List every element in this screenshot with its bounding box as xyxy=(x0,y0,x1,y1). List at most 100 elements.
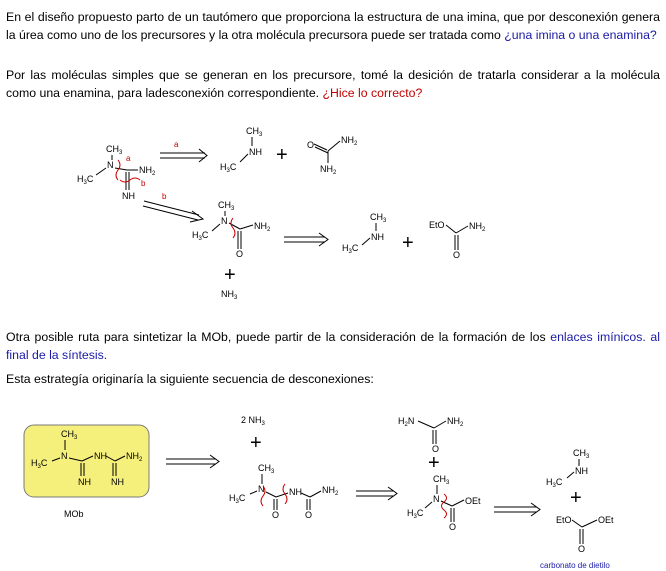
svg-text:H3C: H3C xyxy=(192,230,209,242)
arrow-route-a xyxy=(160,148,208,163)
arrow-bottom-2 xyxy=(356,486,398,501)
urea-a-bonds xyxy=(313,140,341,163)
svg-text:OEt: OEt xyxy=(598,515,614,525)
svg-text:O: O xyxy=(453,250,460,260)
svg-text:NH2: NH2 xyxy=(320,164,337,176)
svg-text:O: O xyxy=(432,444,439,454)
svg-text:NH: NH xyxy=(94,451,107,461)
mob-highlight-box xyxy=(23,424,150,498)
intermediate-bonds xyxy=(249,474,322,510)
start-bonds xyxy=(95,155,138,190)
mob-label: MOb xyxy=(64,509,84,519)
plus-ammonia: + xyxy=(224,264,236,286)
plus-bottom-2: + xyxy=(428,452,440,474)
svg-text:H2N: H2N xyxy=(398,416,414,428)
cut-label-a: a xyxy=(126,154,131,163)
urea-bottom: H2N NH2 O xyxy=(398,416,464,454)
dimethylcarbamate-cut-mark xyxy=(441,493,447,519)
diethyl-carbonate: EtO OEt O xyxy=(556,515,614,554)
atom-ch3: CH3 xyxy=(106,144,123,156)
svg-text:O: O xyxy=(305,510,312,520)
atom-h3c: H3C xyxy=(77,174,94,186)
dimethylurea-b: CH3 N H3C NH2 O xyxy=(192,200,271,259)
mob-molecule: CH3 H3C N NH NH2 NH NH xyxy=(31,429,143,487)
svg-text:CH3: CH3 xyxy=(573,448,590,460)
svg-text:NH: NH xyxy=(249,147,262,157)
dimethylurea-b-bonds xyxy=(211,211,254,249)
svg-text:CH3: CH3 xyxy=(433,474,450,486)
route-b-label: b xyxy=(162,192,167,201)
svg-text:NH: NH xyxy=(289,487,302,497)
arrow-route-b xyxy=(142,200,205,223)
svg-text:O: O xyxy=(236,249,243,259)
carbonate-label: carbonato de dietilo xyxy=(540,561,610,570)
svg-text:H3C: H3C xyxy=(407,508,424,520)
svg-text:NH: NH xyxy=(111,477,124,487)
svg-text:N: N xyxy=(433,494,440,504)
svg-text:CH3: CH3 xyxy=(61,429,78,441)
plus-bottom-3: + xyxy=(570,487,582,509)
svg-text:O: O xyxy=(272,510,279,520)
start-molecule: CH3 N H3C NH2 NH a b xyxy=(77,144,156,201)
svg-text:NH2: NH2 xyxy=(469,221,486,233)
dimethylcarbamate-bonds xyxy=(424,485,465,522)
urea-bottom-bonds xyxy=(417,420,447,444)
svg-text:H3C: H3C xyxy=(31,458,48,470)
svg-text:O: O xyxy=(578,544,585,554)
arrow-bottom-1 xyxy=(166,454,220,469)
svg-text:NH2: NH2 xyxy=(254,221,271,233)
start-cut-marks xyxy=(115,159,141,183)
question-correct: ¿Hice lo correcto? xyxy=(322,86,423,100)
svg-text:N: N xyxy=(258,484,265,494)
route-a-label: a xyxy=(174,140,179,149)
dimethylamine-b-bonds xyxy=(361,223,377,246)
svg-text:N: N xyxy=(221,216,228,226)
atom-nh: NH xyxy=(122,191,135,201)
question-imine-enamine: ¿una imina o una enamina? xyxy=(504,28,657,42)
dimethylamine-b: CH3 NH H3C xyxy=(342,212,387,255)
dimethylcarbamate: CH3 N H3C OEt O xyxy=(407,474,481,532)
svg-text:NH: NH xyxy=(78,477,91,487)
svg-text:H3C: H3C xyxy=(220,162,237,174)
paragraph-alternative-text: Otra posible ruta para sintetizar la MOb… xyxy=(6,330,551,344)
svg-text:EtO: EtO xyxy=(429,220,445,230)
intermediate-cut-marks xyxy=(260,483,288,507)
svg-text:CH3: CH3 xyxy=(246,126,263,138)
svg-text:O: O xyxy=(449,522,456,532)
svg-text:NH: NH xyxy=(371,232,384,242)
svg-text:NH2: NH2 xyxy=(341,135,358,147)
paragraph-decision: Por las moléculas simples que se generan… xyxy=(6,66,660,102)
arrow-route-b-2 xyxy=(284,232,329,247)
two-ammonia: 2 NH3 xyxy=(241,415,266,427)
atom-nh2: NH2 xyxy=(139,165,156,177)
paragraph-strategy: Esta estrategía originaría la siguiente … xyxy=(6,370,660,388)
svg-text:EtO: EtO xyxy=(556,515,572,525)
plus-bottom-1: + xyxy=(250,432,262,454)
dimethylamine-a: CH3 NH H3C xyxy=(220,126,263,174)
svg-text:H3C: H3C xyxy=(229,493,246,505)
link-enlaces-iminicos[interactable]: enlaces imínicos. al final de la síntesi… xyxy=(6,330,660,362)
paragraph-decision-text: Por las moléculas simples que se generan… xyxy=(6,68,660,100)
plus-a: + xyxy=(276,144,288,166)
svg-text:NH2: NH2 xyxy=(126,451,143,463)
paragraph-alternative: Otra posible ruta para sintetizar la MOb… xyxy=(6,328,660,364)
svg-text:O: O xyxy=(307,140,314,150)
paragraph-intro: En el diseño propuesto parto de un tautó… xyxy=(6,8,660,44)
plus-b: + xyxy=(402,232,414,254)
diethyl-carbonate-bonds xyxy=(571,519,598,544)
paragraph-intro-text: En el diseño propuesto parto de un tautó… xyxy=(6,10,660,42)
arrow-bottom-3 xyxy=(494,502,541,517)
cut-mark-b xyxy=(230,217,236,239)
svg-text:NH2: NH2 xyxy=(322,485,339,497)
dimethylamine-a-bonds xyxy=(239,137,253,163)
svg-text:NH2: NH2 xyxy=(447,416,464,428)
svg-text:CH3: CH3 xyxy=(370,212,387,224)
dimethylamine-bottom-bonds xyxy=(566,459,580,479)
ethyl-carbamate-bonds xyxy=(445,224,469,250)
ammonia: NH3 xyxy=(221,289,238,301)
svg-text:N: N xyxy=(61,451,68,461)
atom-n: N xyxy=(107,160,114,170)
svg-text:H3C: H3C xyxy=(546,477,563,489)
svg-text:NH: NH xyxy=(575,466,588,476)
